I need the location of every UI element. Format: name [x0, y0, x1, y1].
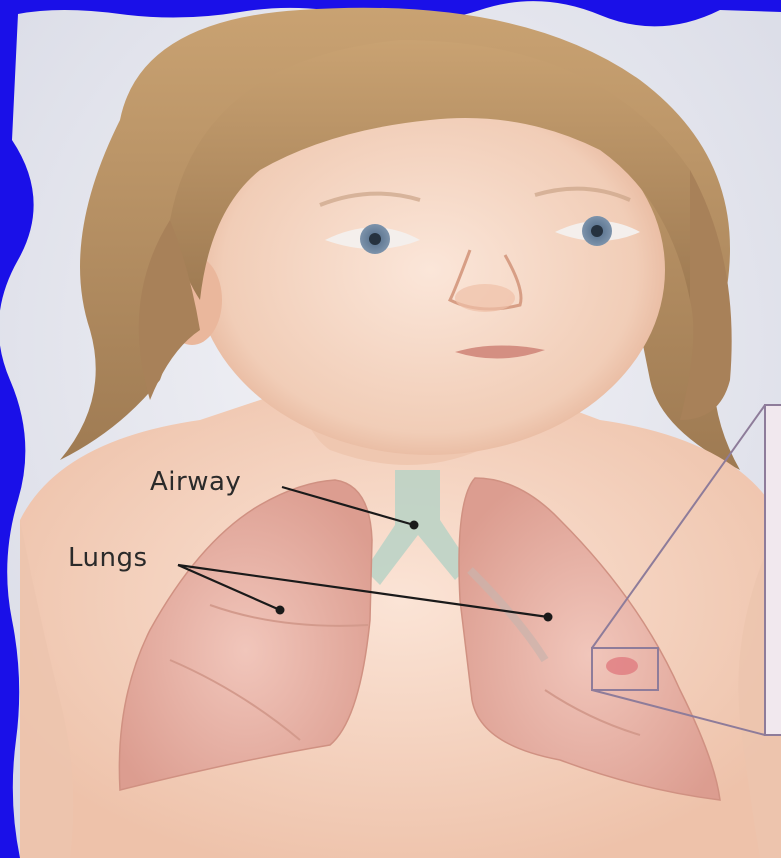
nose-tip	[455, 284, 515, 312]
infection-spot	[606, 657, 638, 675]
airway-label: Airway	[150, 467, 241, 497]
callout-panel-edge	[765, 405, 781, 735]
left-pupil	[369, 233, 381, 245]
right-pupil	[591, 225, 603, 237]
lungs-label: Lungs	[68, 543, 148, 573]
